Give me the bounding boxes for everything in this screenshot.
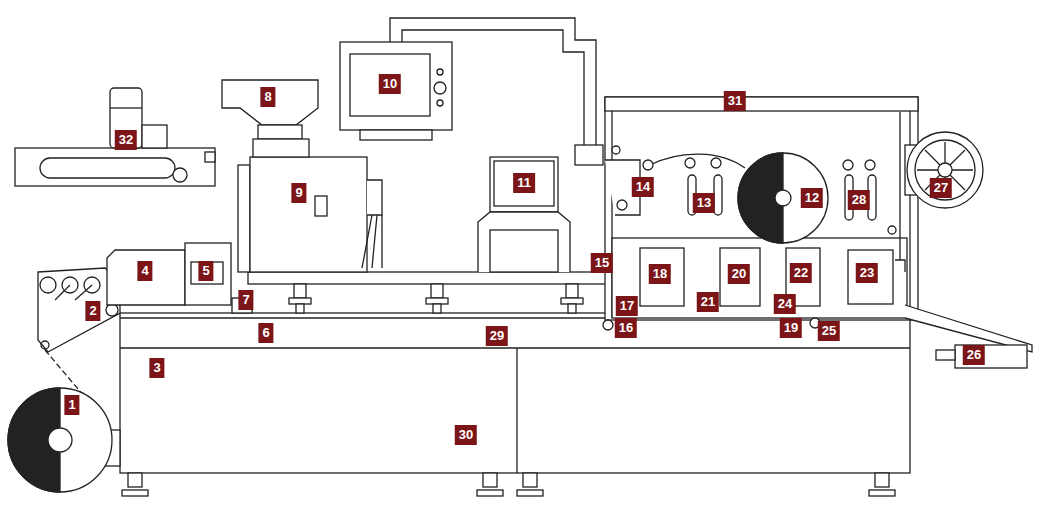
sealing-enclosure [603,97,918,330]
callout-number: 10 [379,74,401,94]
callout-number: 18 [649,264,671,284]
waste-reel [905,132,983,208]
callout-number: 24 [774,294,796,314]
callout-number: 5 [198,261,213,281]
callout-number: 20 [728,264,750,284]
callout-number: 11 [513,173,535,193]
callout-number: 32 [115,130,137,150]
monitor-stand [478,157,570,272]
callout-number: 6 [258,323,273,343]
callout-number: 26 [963,345,985,365]
callout-number: 31 [724,91,746,111]
callout-number: 30 [455,425,477,445]
callout-number: 2 [85,301,100,321]
heating-units [107,243,252,313]
callout-number: 17 [616,296,638,316]
callout-number: 4 [137,261,152,281]
callout-number: 9 [291,183,306,203]
discharge-chute [905,305,1032,368]
callout-number: 28 [848,190,870,210]
control-panel [340,18,603,165]
callout-number: 12 [801,188,823,208]
callout-number: 22 [790,263,812,283]
callout-number: 13 [693,193,715,213]
callout-number: 14 [632,177,654,197]
callout-number: 29 [486,326,508,346]
callout-number: 19 [780,318,802,338]
callout-number: 3 [149,358,164,378]
callout-number: 21 [697,292,719,312]
callout-number: 15 [591,253,613,273]
callout-number: 1 [64,395,79,415]
callout-number: 23 [856,263,878,283]
callout-number: 7 [238,290,253,310]
callout-number: 27 [930,178,952,198]
callout-number: 8 [260,87,275,107]
forming-film-unwinder [8,268,120,492]
detached-unit [15,88,215,186]
callout-number: 16 [615,318,637,338]
callout-number: 25 [818,321,840,341]
base-cabinet [120,313,910,496]
